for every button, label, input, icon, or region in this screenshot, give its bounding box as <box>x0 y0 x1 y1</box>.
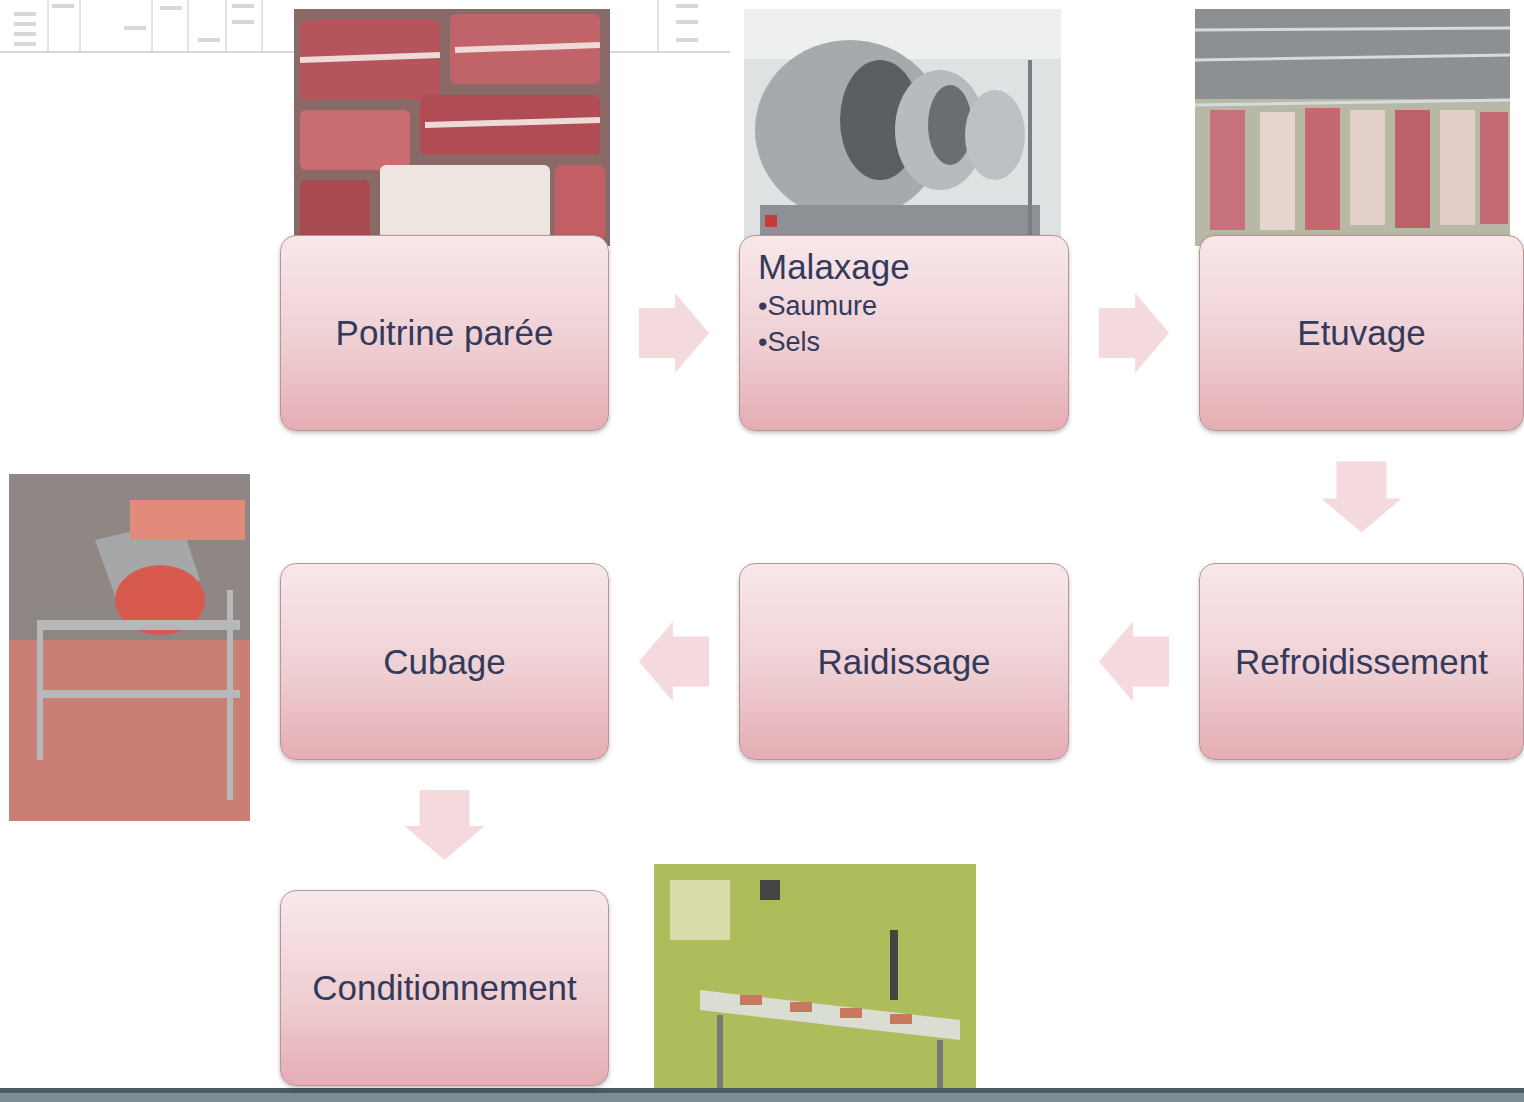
flow-arrow <box>405 790 485 860</box>
process-box: Poitrine parée <box>280 235 609 431</box>
step-label: Malaxage <box>758 246 910 288</box>
step-label: Refroidissement <box>1235 641 1488 683</box>
photo-dicing-machine <box>9 474 250 821</box>
photo-pork-belly <box>294 9 610 246</box>
process-box: Cubage <box>280 563 609 760</box>
flow-arrow <box>1099 293 1169 373</box>
photo-tumblers <box>744 9 1061 246</box>
step-label: Conditionnement <box>312 967 577 1009</box>
photo-smoking-racks <box>1195 9 1510 246</box>
step-label: Etuvage <box>1297 312 1425 354</box>
process-box: Refroidissement <box>1199 563 1524 760</box>
flow-arrow <box>1099 622 1169 702</box>
process-box: Malaxage•Saumure•Sels <box>739 235 1069 431</box>
footer-bar <box>0 1093 1524 1102</box>
step-label: Poitrine parée <box>336 312 554 354</box>
process-box: Etuvage <box>1199 235 1524 431</box>
step-label: Raidissage <box>817 641 990 683</box>
photo-packaging-line <box>654 864 976 1102</box>
flow-arrow <box>639 622 709 702</box>
step-label: Cubage <box>383 641 506 683</box>
process-box: Conditionnement <box>280 890 609 1086</box>
flow-arrow <box>639 293 709 373</box>
step-detail: •Saumure <box>758 288 877 324</box>
flow-arrow <box>1322 461 1402 532</box>
footer-bar <box>0 1088 1524 1093</box>
step-detail: •Sels <box>758 324 820 360</box>
process-box: Raidissage <box>739 563 1069 760</box>
